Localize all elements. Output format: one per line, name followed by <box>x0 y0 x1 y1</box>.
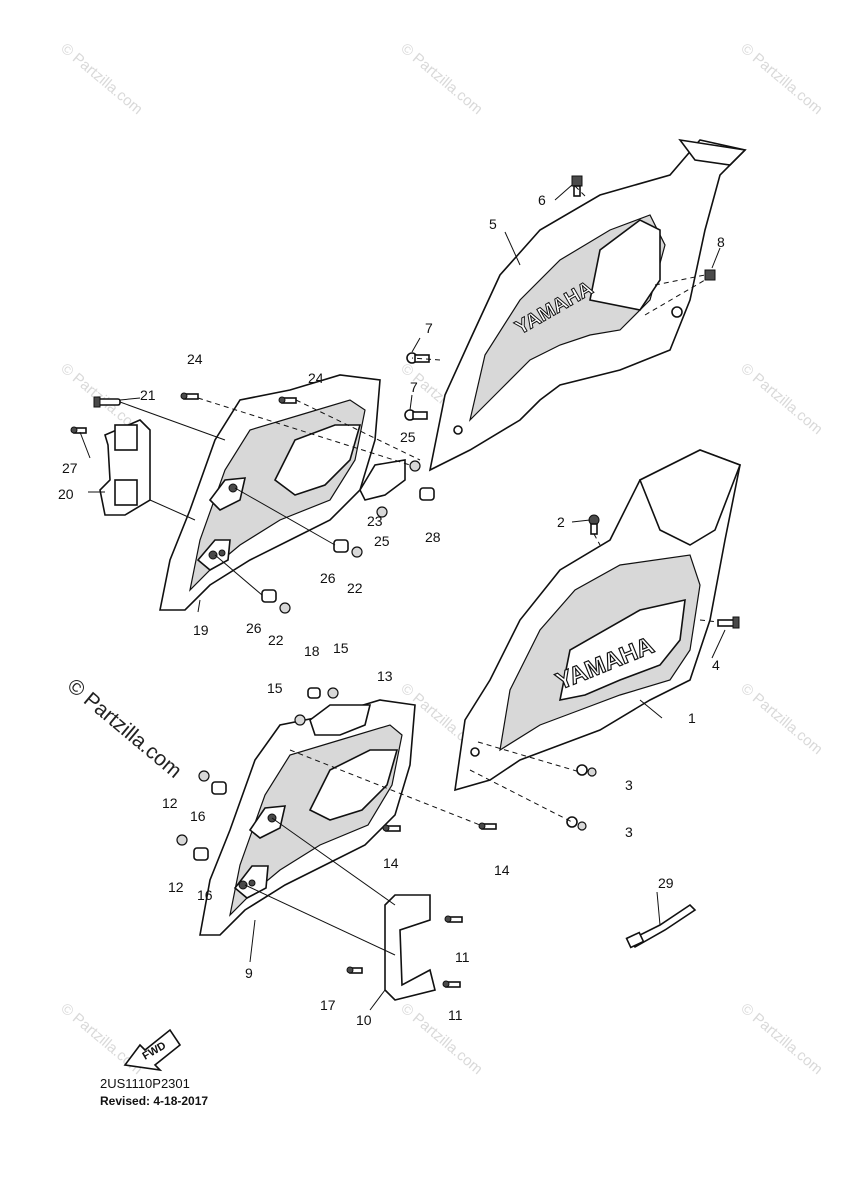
diagram-code: 2US1110P2301 <box>100 1076 190 1091</box>
screw-17 <box>346 966 363 974</box>
callout-4: 4 <box>712 657 720 673</box>
callout-16: 16 <box>197 887 213 903</box>
callout-6: 6 <box>538 192 546 208</box>
screw-14b <box>478 822 497 830</box>
callout-10: 10 <box>356 1012 372 1028</box>
callouts: 1 2 3 3 4 5 6 7 7 8 9 10 11 11 12 12 13 … <box>58 192 725 1028</box>
screw-11b <box>442 980 461 988</box>
callout-15: 15 <box>267 680 283 696</box>
callout-19: 19 <box>193 622 209 638</box>
side-cover-upper-left <box>159 374 381 611</box>
callout-3: 3 <box>625 777 633 793</box>
watermark: © Partzilla.com <box>397 40 485 118</box>
revised-date: Revised: 4-18-2017 <box>100 1094 209 1108</box>
callout-14: 14 <box>494 862 510 878</box>
callout-2: 2 <box>557 514 565 530</box>
fwd-arrow-icon: FWD <box>123 1028 182 1072</box>
callout-3: 3 <box>625 824 633 840</box>
collar-26b <box>261 589 277 603</box>
bolt-4 <box>717 616 740 629</box>
collar-26 <box>333 539 349 553</box>
callout-14: 14 <box>383 855 399 871</box>
callout-28: 28 <box>425 529 441 545</box>
grommet-3 <box>576 764 597 777</box>
callout-22: 22 <box>268 632 284 648</box>
callout-26: 26 <box>246 620 262 636</box>
bolt-21 <box>93 396 121 408</box>
callout-17: 17 <box>320 997 336 1013</box>
watermark: © Partzilla.com <box>737 40 825 118</box>
watermark: © Partzilla.com <box>737 680 825 758</box>
collar-16 <box>211 781 227 795</box>
leader-lines <box>79 184 726 1011</box>
watermark: © Partzilla.com <box>397 1000 485 1078</box>
callout-7: 7 <box>410 379 418 395</box>
callout-21: 21 <box>140 387 156 403</box>
assembly-lines <box>119 185 719 956</box>
screw-11 <box>444 915 463 923</box>
watermark: © Partzilla.com <box>737 1000 825 1078</box>
bracket-lower <box>384 894 436 1001</box>
washer-12b <box>176 834 188 846</box>
screw-27 <box>70 426 87 434</box>
callout-18: 18 <box>304 643 320 659</box>
callout-23: 23 <box>367 513 383 529</box>
screw-24 <box>180 392 199 400</box>
callout-1: 1 <box>688 710 696 726</box>
nut-22 <box>351 546 363 558</box>
callout-24: 24 <box>308 370 324 386</box>
bracket-upper <box>99 419 151 516</box>
callout-12: 12 <box>168 879 184 895</box>
callout-11: 11 <box>455 949 470 965</box>
nut-25b <box>376 506 388 518</box>
callout-7: 7 <box>425 320 433 336</box>
bolt-8 <box>704 269 716 281</box>
callout-24: 24 <box>187 351 203 367</box>
callout-25: 25 <box>374 533 390 549</box>
watermark: © Partzilla.com <box>57 40 145 118</box>
watermark-primary: © Partzilla.com <box>63 674 186 783</box>
washer-15 <box>327 687 339 699</box>
bolt-6 <box>571 175 583 197</box>
washer-15b <box>294 714 306 726</box>
side-cover-lower-right: YAMAHA <box>454 449 742 792</box>
callout-9: 9 <box>245 965 253 981</box>
small-bracket-13 <box>309 704 372 736</box>
callout-16: 16 <box>190 808 206 824</box>
small-bracket-23 <box>359 459 406 501</box>
washer-12 <box>198 770 210 782</box>
callout-8: 8 <box>717 234 725 250</box>
collar-28 <box>419 487 435 501</box>
nut-22b <box>279 602 291 614</box>
screw-24b <box>278 396 297 404</box>
collar-18 <box>307 687 321 699</box>
nut-25 <box>409 460 421 472</box>
callout-13: 13 <box>377 668 393 684</box>
screw-14 <box>382 824 401 832</box>
watermark: © Partzilla.com <box>737 360 825 438</box>
callout-25: 25 <box>400 429 416 445</box>
callout-26: 26 <box>320 570 336 586</box>
callout-12: 12 <box>162 795 178 811</box>
callout-29: 29 <box>658 875 674 891</box>
callout-27: 27 <box>62 460 78 476</box>
side-cover-lower-left <box>199 699 416 936</box>
callout-20: 20 <box>58 486 74 502</box>
side-cover-upper-right: YAMAHA <box>428 138 747 472</box>
bolt-2 <box>588 514 600 535</box>
callout-22: 22 <box>347 580 363 596</box>
callout-5: 5 <box>489 216 497 232</box>
rivet-7b <box>404 409 428 421</box>
collar-16b <box>193 847 209 861</box>
callout-11: 11 <box>448 1007 463 1023</box>
callout-15: 15 <box>333 640 349 656</box>
cable-tie <box>625 903 697 949</box>
grommet-3b <box>566 816 587 831</box>
